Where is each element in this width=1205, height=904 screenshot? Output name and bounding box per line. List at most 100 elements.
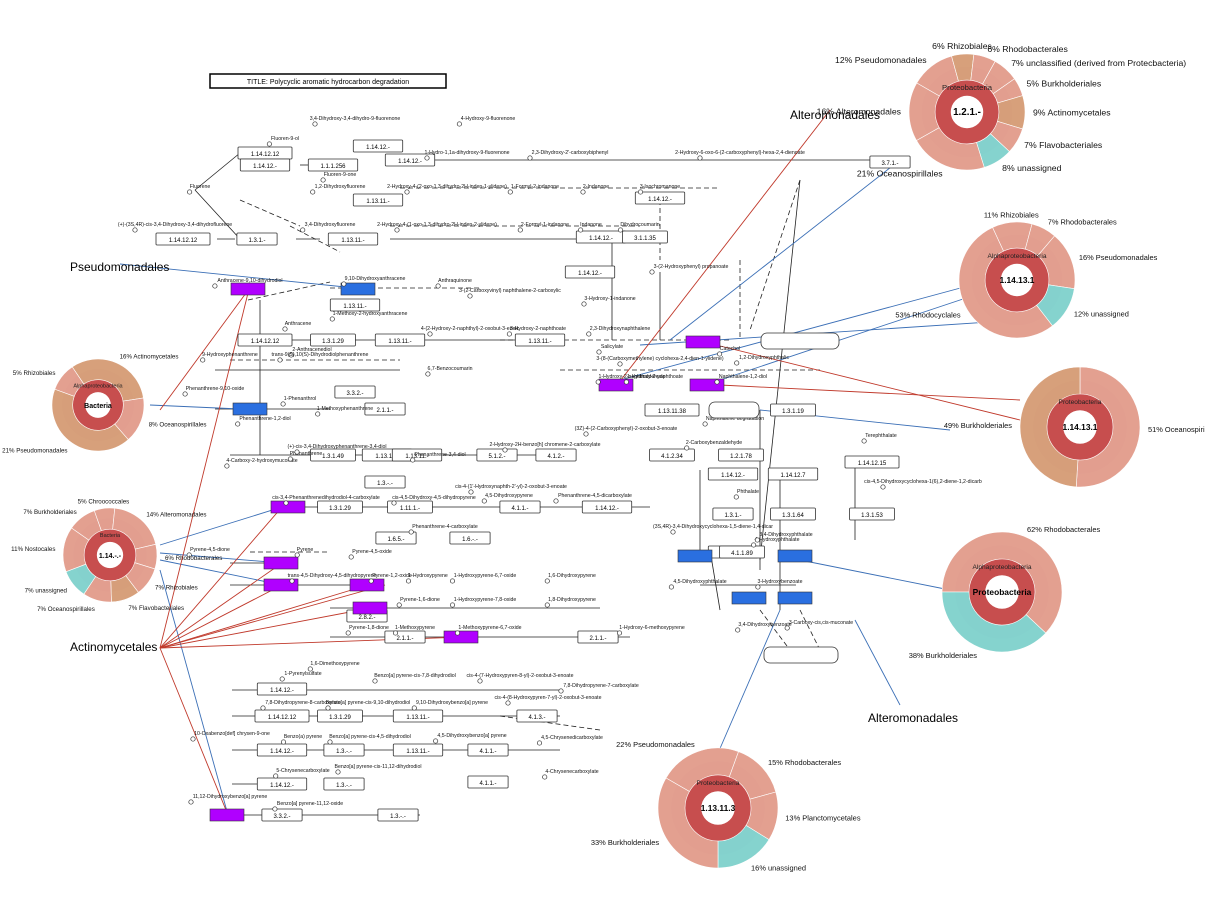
compound-label: Pyrene-4,5-oxide bbox=[352, 549, 392, 555]
compound-label: Pyrene-1,6-dione bbox=[400, 597, 440, 603]
callout-line-red bbox=[159, 288, 250, 411]
compound-node bbox=[755, 584, 761, 590]
compound-node bbox=[280, 739, 287, 745]
sunburst-segment-label: 7% unassigned bbox=[25, 587, 68, 594]
compound-label: 1-Hydro-1,1a-dihydroxy-9-fluorenone bbox=[424, 150, 509, 156]
compound-node bbox=[435, 283, 441, 289]
compound-node bbox=[411, 705, 417, 711]
sunburst-segment-label: 8% Oceanospirillales bbox=[149, 421, 207, 428]
enzyme-box bbox=[155, 232, 211, 246]
compound-node bbox=[544, 578, 550, 584]
sunburst-center-label: Bacteria bbox=[84, 403, 112, 410]
compound-label: 1-Formyl-2-indanone bbox=[511, 184, 559, 190]
compound-node bbox=[372, 678, 378, 684]
compound-label: 4,5-Dihydroxybenzo[a] pyrene bbox=[437, 733, 506, 739]
highlighted-enzyme-box bbox=[263, 556, 299, 570]
reaction-edge-dashed bbox=[247, 281, 331, 301]
enzyme-box bbox=[634, 191, 686, 205]
reaction-edge bbox=[194, 189, 241, 240]
sunburst-segment-label: 16% Alteromonadales bbox=[817, 107, 902, 117]
compound-node bbox=[287, 456, 293, 462]
compound-node bbox=[294, 449, 300, 455]
compound-node bbox=[751, 542, 757, 548]
compound-node bbox=[616, 630, 623, 636]
enzyme-label: 1.13.11.- bbox=[341, 238, 364, 244]
compound-node bbox=[408, 529, 414, 535]
enzyme-label: 1.14.12.7 bbox=[780, 473, 806, 479]
compound-node bbox=[506, 331, 512, 337]
compound-label: 2-Indanone bbox=[583, 184, 609, 190]
enzyme-label: 1.3.-.- bbox=[336, 749, 352, 755]
compound-node bbox=[449, 602, 456, 608]
enzyme-label: 2.1.1.- bbox=[589, 636, 606, 642]
compound-node bbox=[212, 283, 218, 289]
callout-line-blue bbox=[149, 404, 241, 410]
enzyme-label: 1.3.-.- bbox=[390, 814, 406, 820]
compound-node bbox=[583, 431, 589, 437]
enzyme-label: 3.7.1.- bbox=[881, 161, 898, 167]
sunburst-1-14-13-1b: 51% Oceanospirillales49% Burkholderiales… bbox=[944, 366, 1205, 488]
compound-node bbox=[880, 484, 886, 490]
sunburst-segment bbox=[1019, 366, 1081, 488]
enzyme-box bbox=[577, 630, 619, 644]
sunburst-segment-label: 5% Burkholderiales bbox=[1026, 78, 1101, 88]
sunburst-inner-label: Bacteria bbox=[100, 533, 121, 539]
compound-label: Phenanthrene-9,10-oxide bbox=[186, 386, 245, 392]
compound-label: Phenanthrene-3,4-diol bbox=[414, 452, 465, 458]
enzyme-label: 1.14.12.12 bbox=[268, 715, 297, 721]
enzyme-box bbox=[476, 448, 518, 462]
compound-label: 1-Methoxypyrene-6,7-oxide bbox=[458, 625, 521, 631]
enzyme-label: 1.14.12.15 bbox=[858, 461, 887, 467]
compound-node bbox=[734, 360, 740, 366]
sunburst-segment-label: 14% Alteromonadales bbox=[146, 512, 206, 519]
compound-label: Naphthalene degradation bbox=[706, 416, 764, 422]
highlighted-enzyme-box bbox=[340, 282, 376, 296]
compound-node bbox=[754, 537, 760, 543]
compound-label: 1-Hydroxypyrene-6,7-oxide bbox=[454, 573, 517, 579]
compound-node bbox=[507, 189, 513, 195]
enzyme-box bbox=[718, 448, 764, 462]
highlighted-enzyme-box bbox=[209, 808, 245, 822]
compound-label: Anthracene bbox=[285, 321, 312, 327]
compound-label: 10-Oxabenzo[def] chrysen-9-one bbox=[194, 731, 270, 737]
compound-label: Terephthalate bbox=[865, 433, 897, 439]
enzyme-label: 4.1.2.- bbox=[547, 454, 564, 460]
sunburst-segment-label: 7% Flavobacteriales bbox=[128, 605, 184, 612]
enzyme-box bbox=[499, 500, 541, 514]
enzyme-label: 4.1.2.34 bbox=[661, 454, 683, 460]
enzyme-box bbox=[387, 500, 433, 514]
compound-node bbox=[335, 769, 341, 775]
compound-node bbox=[260, 705, 266, 711]
enzyme-box bbox=[374, 333, 426, 347]
sunburst-segment-label: 21% Pseudomonadales bbox=[2, 448, 67, 455]
enzyme-label: 1.14.12.- bbox=[648, 197, 672, 203]
compound-node bbox=[224, 463, 230, 469]
compound-node bbox=[702, 421, 708, 427]
compound-label: 2-Formyl-1-indanone bbox=[521, 222, 569, 228]
compound-node bbox=[623, 379, 629, 385]
compound-node bbox=[182, 391, 188, 397]
enzyme-box bbox=[364, 475, 406, 489]
sunburst-segment-label: 21% Oceanospirillales bbox=[857, 168, 943, 178]
compound-label: Benzo(a) pyrene bbox=[284, 734, 322, 740]
enzyme-label: 1.13.11.38 bbox=[658, 409, 687, 415]
enzyme-label: 1.6.5.- bbox=[387, 537, 404, 543]
compound-label: Phenanthrene-4-carboxylate bbox=[412, 524, 478, 530]
enzyme-label: 4.1.1.- bbox=[479, 781, 496, 787]
compound-label: cis-3,4-Phenanthrenedihydrodiol-4-carbox… bbox=[272, 495, 380, 501]
compound-node bbox=[410, 457, 416, 463]
compound-node bbox=[454, 630, 461, 636]
pathway-nodes: 1.14.12.121.14.12.-1.1.1.2561.14.12.-1.1… bbox=[155, 139, 911, 822]
sunburst-segment-label: 12% unassigned bbox=[1074, 309, 1129, 318]
sunburst-inner-label: Proteobacteria bbox=[697, 780, 740, 787]
enzyme-label: 1.13.11.- bbox=[343, 304, 366, 310]
compound-node bbox=[394, 227, 400, 233]
compound-label: 7,8-Dihydropyrene-7-carboxylate bbox=[563, 683, 639, 689]
compound-label: 1-Hydroxy-6-methoxypyrene bbox=[619, 625, 685, 631]
compound-node bbox=[266, 141, 272, 147]
sunburst-segment bbox=[51, 388, 129, 452]
sunburst-inner-label: Proteobacteria bbox=[1059, 399, 1102, 406]
compound-node bbox=[425, 371, 431, 377]
compound-label: cis-4,5-Dihydroxy-4,5-dihydropyrene bbox=[392, 495, 476, 501]
